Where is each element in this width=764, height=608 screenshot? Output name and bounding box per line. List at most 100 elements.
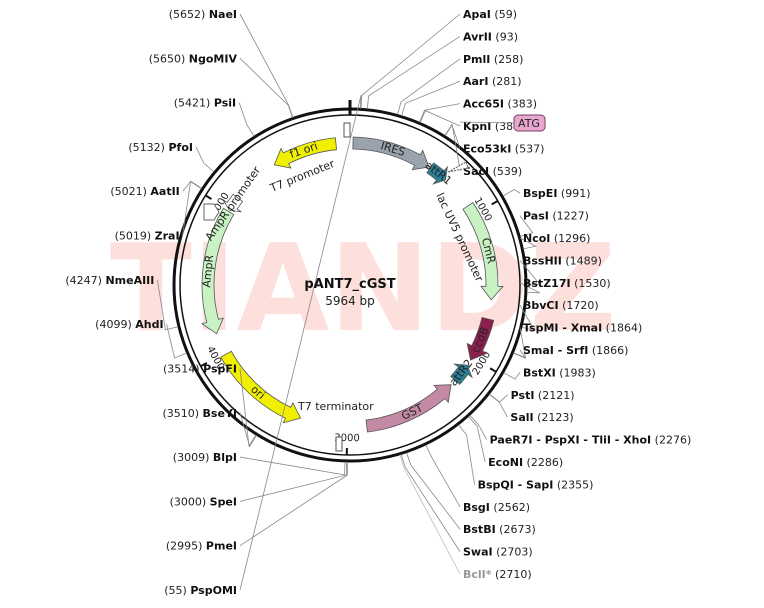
site-leader-avrii [366,36,461,109]
site-position: (5021) [110,185,150,198]
site-name: PspOMI [190,584,237,597]
site-name: NmeAIII [105,274,154,287]
tick-2000 [489,367,497,373]
site-label-aatii: (5021) AatII [110,185,179,198]
site-label-pfoi: (5132) PfoI [128,141,193,154]
site-position: (59) [491,8,517,21]
site-label-swai: SwaI (2703) [463,546,533,559]
site-position: (383) [504,98,537,111]
site-leader-bsgi [425,444,461,507]
site-leader-nmeaiii [156,279,179,331]
site-leader-bstxi [503,372,521,380]
site-position: (1983) [556,366,596,379]
site-leader-psti [489,393,508,403]
site-position: (2276) [651,434,691,447]
feature-ampr-promoter [222,193,244,213]
site-position: (1530) [571,277,611,290]
lac-uv5-promoter-marker [447,161,469,173]
site-name: BsgI [463,501,490,514]
site-label-bstbi: BstBI (2673) [463,523,536,536]
feature-gst [365,384,452,433]
site-name: PasI [523,210,549,223]
site-leader-blpi [239,456,346,476]
site-name: NcoI [523,232,550,245]
site-name: AhdI [135,318,163,331]
site-position: (2673) [496,523,536,536]
site-name: PspFI [203,362,237,375]
site-position: (5650) [149,52,189,65]
t7-terminator-marker [335,436,343,452]
site-leader-paer7i-pspxi-tlii-xhoi [469,414,487,440]
site-name: BbvCI [523,299,559,312]
tick-label-3000: 3000 [334,433,360,444]
site-label-bsgi: BsgI (2562) [463,501,530,514]
site-label-psti: PstI (2121) [511,389,575,402]
site-leader-ncoi [519,237,538,250]
feature-ori [220,350,302,424]
feature-attr1 [426,162,448,185]
site-position: (2286) [523,456,563,469]
feature-ccdb [466,317,495,361]
site-position: (2703) [493,546,533,559]
site-position: (3514) [163,362,203,375]
site-position: (3000) [170,495,210,508]
site-name: PfoI [168,141,193,154]
site-label-bspqi-sapi: BspQI - SapI (2355) [478,478,594,491]
site-position: (5132) [128,141,168,154]
site-leader-swai [400,454,461,552]
site-label-eco53ki: Eco53kI (537) [463,142,544,155]
plasmid-name: pANT7_cGST [304,277,395,292]
site-label-pasi: PasI (1227) [523,210,589,223]
site-name: SwaI [463,546,493,559]
t7-promoter-marker [343,122,351,138]
feature-attr2 [450,363,473,385]
site-position: (1489) [562,254,602,267]
site-leader-saci [444,123,461,171]
site-leader-pfoi [195,146,215,173]
atg-tag-label: ATG [518,117,540,130]
site-name: PsiI [214,97,236,110]
site-leader-bspei [502,189,521,197]
site-name: BstBI [463,523,496,536]
site-position: (5019) [115,230,155,243]
site-name: BstZ17I [523,277,571,290]
site-leader-smai-srfi [513,349,527,359]
site-position: (1720) [559,299,599,312]
site-label-saci: SacI (539) [463,165,522,178]
site-name: SmaI - SrfI [523,344,588,357]
site-name: AatII [150,185,179,198]
site-leader-bsshii [519,260,541,286]
site-label-tspmi-xmai: TspMI - XmaI (1864) [523,322,642,335]
site-name: SalI [510,411,533,424]
site-position: (5652) [169,8,209,21]
site-name: PstI [511,389,535,402]
site-name: BspQI - SapI [478,478,554,491]
site-position: (2123) [534,411,574,424]
site-name: BssHII [523,254,562,267]
site-position: (537) [511,142,544,155]
site-leader-pmei [239,461,348,547]
site-position: (4247) [65,274,105,287]
feature-label-f1-ori: f1 ori [288,139,319,161]
site-label-bstxi: BstXI (1983) [523,366,596,379]
site-label-aari: AarI (281) [463,75,522,88]
site-position: (3009) [173,451,213,464]
site-leader-bbvci [519,305,536,332]
site-label-bseyi: (3510) BseYI [162,407,237,420]
site-position: (1864) [602,322,642,335]
site-position: (1296) [550,232,590,245]
site-label-pmli: PmlI (258) [463,53,523,66]
feature-ires [352,136,430,171]
sites-layer: ApaI (59)AvrII (93)PmlI (258)AarI (281)A… [65,8,691,597]
site-position: (4099) [95,318,135,331]
site-name: PaeR7I - PspXI - TliI - XhoI [490,434,652,447]
site-position: (2562) [490,501,530,514]
site-name: NgoMIV [189,52,238,65]
site-name: TspMI - XmaI [523,322,602,335]
site-position: (2355) [553,478,593,491]
site-leader-econi [468,416,486,463]
site-position: (5421) [174,97,214,110]
site-leader-acc65i [419,103,461,123]
site-label-pspomi: (55) PspOMI [164,584,237,597]
site-label-bcli: BclI* (2710) [463,568,532,581]
